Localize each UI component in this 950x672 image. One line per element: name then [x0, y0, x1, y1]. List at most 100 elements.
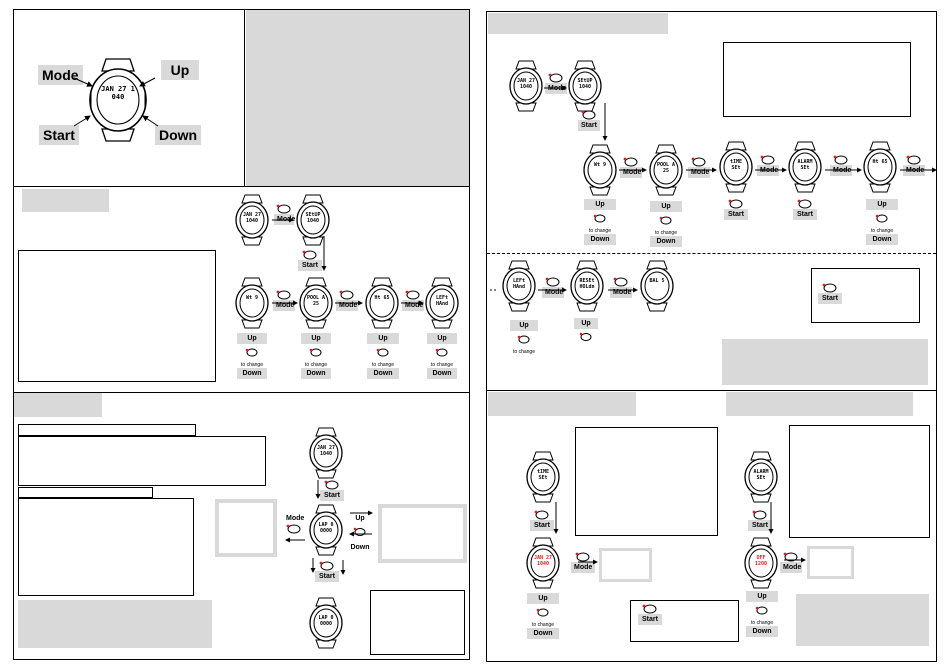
detail-start-btn-2[interactable]: Start — [793, 199, 817, 220]
alarm-down-label: Down — [746, 626, 778, 637]
setup-down-label-1: Down — [237, 368, 267, 379]
detail-watch-alarmset: ALARM SEt — [787, 140, 823, 194]
time-down-label: Down — [527, 628, 559, 639]
up-label: Up — [161, 60, 199, 80]
detail-to-change-2: to change — [655, 230, 677, 236]
detail-mode-btn-6[interactable]: Mode — [542, 277, 564, 298]
lap-start-btn-2[interactable]: Start — [315, 561, 339, 582]
detail-mode-btn-7[interactable]: Mode — [610, 277, 632, 298]
detail-updown-1[interactable]: Up to change Down — [584, 199, 616, 245]
setup-watch-left-display: LEFt HAnd — [435, 295, 449, 307]
detail-up-label-2: Up — [650, 201, 682, 212]
reset-start-btn[interactable]: Start — [818, 283, 842, 304]
setup-watch-time: JAN 27 1040 — [234, 193, 270, 247]
detail-start-btn-1[interactable]: Start — [724, 199, 748, 220]
down-label: Down — [155, 125, 202, 145]
time-to-change: to change — [532, 622, 554, 628]
detail-updown-2[interactable]: Up to change Down — [650, 201, 682, 247]
panel-time-alarm — [486, 390, 937, 662]
time-updown[interactable]: Up to change Down — [527, 593, 559, 639]
start-label: Start — [39, 125, 79, 145]
alarm-start-label: Start — [748, 520, 772, 531]
main-watch: JAN 27 1040 — [88, 55, 148, 145]
reset-gray-note — [722, 339, 928, 385]
detail-updown-4[interactable]: Up to change — [510, 320, 538, 355]
lap-note-box-3 — [18, 600, 212, 648]
time-start-btn[interactable]: Start — [530, 510, 554, 531]
setup-down-label-3: Down — [367, 368, 399, 379]
setup-mode-btn-4[interactable]: Mode — [402, 290, 424, 311]
detail-watch-pool: POOL A 25 — [648, 143, 684, 197]
setup-mode-label-4: Mode — [402, 300, 424, 311]
setup-updown-2[interactable]: Up to change Down — [301, 333, 331, 379]
lap-subheader-1 — [18, 424, 196, 436]
lap-start-label-2: Start — [315, 571, 339, 582]
alarm-gray-note — [796, 594, 929, 646]
detail-updown-5[interactable]: Up — [574, 318, 598, 347]
lap-down-label: Down — [350, 544, 370, 551]
lap-left-callout — [215, 499, 277, 557]
setup-watch-ht-display: Ht 65 — [374, 295, 390, 301]
setup-arrows — [272, 217, 424, 306]
setup-mode-label-3: Mode — [336, 300, 358, 311]
setup-watch-wt-display: Wt 9 — [245, 295, 259, 301]
time-note-box — [575, 427, 718, 536]
setup-mode-btn-3[interactable]: Mode — [336, 290, 358, 311]
time-mode-btn[interactable]: Mode — [571, 552, 595, 573]
setup-mode-btn-2[interactable]: Mode — [273, 290, 295, 311]
time-watch-timeset-display: tIME SEt — [536, 469, 550, 481]
setup-start-btn[interactable]: Start — [298, 250, 322, 271]
alarm-watch-alarmset-display: ALARM SEt — [753, 469, 769, 481]
alarm-callout — [807, 546, 854, 579]
lap-mode-btn[interactable]: Mode — [283, 513, 305, 534]
lap-note-box-1 — [18, 436, 266, 486]
detail-down-label-2: Down — [650, 236, 682, 247]
setup-watch-time-display: JAN 27 1040 — [242, 212, 262, 224]
setup-start-label: Start — [298, 260, 322, 271]
detail-watch-reset-display: RESEt HOLdn — [579, 278, 595, 290]
setup-updown-3[interactable]: Up to change Down — [367, 333, 399, 379]
setup-watch-ht: Ht 65 — [364, 276, 400, 330]
setup-watch-wt: Wt 9 — [234, 276, 270, 330]
detail-watch-left-display: LEFt HAnd — [512, 278, 526, 290]
setup-header — [22, 189, 109, 212]
time-alarm-arrows — [553, 502, 806, 565]
lap-mode-label: Mode — [286, 515, 305, 522]
setup-updown-4[interactable]: Up to change Down — [427, 333, 457, 379]
setup-up-label-4: Up — [427, 333, 457, 344]
time-watch-edit-display: JAN 27 1040 — [533, 555, 553, 567]
detail-arrows — [490, 85, 937, 293]
detail-up-label-5: Up — [574, 318, 598, 329]
detail-start-btn-0[interactable]: Start — [578, 110, 600, 131]
detail-watch-ht: Ht 65 — [862, 140, 898, 194]
setup-up-label-2: Up — [301, 333, 331, 344]
lap-arrows — [285, 480, 373, 575]
lap-subheader-2 — [18, 487, 153, 498]
lap-start-btn-1[interactable]: Start — [320, 480, 344, 501]
setup-to-change-2: to change — [305, 362, 327, 368]
detail-watch-wt-display: Wt 9 — [593, 162, 607, 168]
lap-watch-time: JAN 27 1040 — [308, 426, 344, 480]
setup-up-label-1: Up — [237, 333, 267, 344]
overview-divider — [244, 9, 245, 187]
detail-mode-btn-2[interactable]: Mode — [688, 157, 710, 178]
detail-watch-wt: Wt 9 — [582, 143, 618, 197]
time-note-start-btn[interactable]: Start — [638, 604, 662, 625]
detail-up-label-1: Up — [584, 199, 616, 210]
detail-mode-label-6: Mode — [542, 287, 564, 298]
detail-mode-btn-1[interactable]: Mode — [620, 157, 642, 178]
alarm-up-label: Up — [746, 591, 778, 602]
detail-updown-3[interactable]: Up to change Down — [866, 199, 898, 245]
setup-updown-1[interactable]: Up to change Down — [237, 333, 267, 379]
lap-header — [14, 393, 102, 417]
alarm-start-btn[interactable]: Start — [748, 510, 772, 531]
alarm-watch-alarmset: ALARM SEt — [743, 450, 779, 504]
alarm-updown[interactable]: Up to change Down — [746, 591, 778, 637]
detail-down-label-1: Down — [584, 234, 616, 245]
time-note-start-label: Start — [638, 614, 662, 625]
setup-watch-pool-display: POOL A 25 — [306, 295, 326, 307]
detail-watch-time: JAN 27 1040 — [508, 59, 544, 113]
alarm-mode-btn[interactable]: Mode — [780, 552, 802, 573]
setup-detail-header — [488, 13, 668, 34]
setup-down-label-2: Down — [301, 368, 331, 379]
